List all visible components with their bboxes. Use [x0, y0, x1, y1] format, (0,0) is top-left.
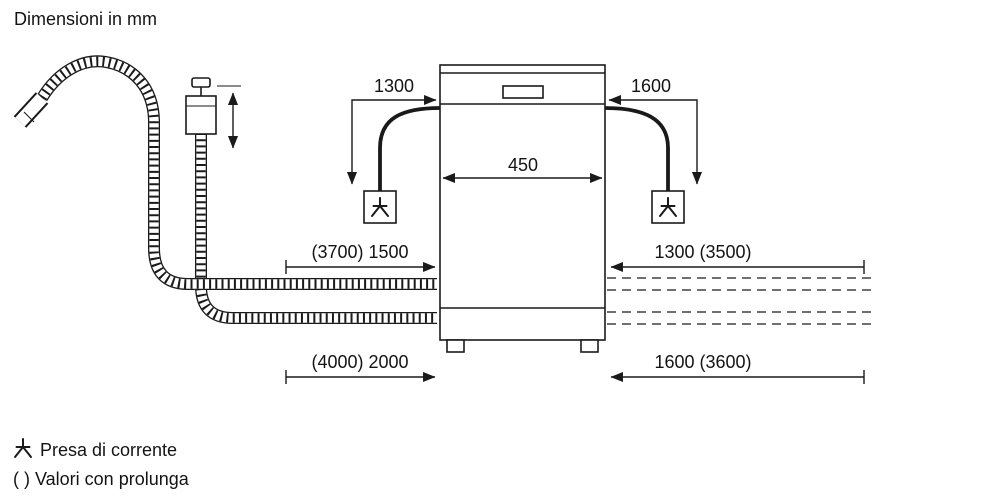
legend-socket-label: Presa di corrente [40, 440, 177, 460]
drain-hose-cap [13, 92, 49, 128]
dashed-extension-lines [607, 277, 872, 325]
power-socket-right [651, 190, 685, 224]
foot-right [580, 339, 599, 353]
dim-label-width: 450 [508, 155, 538, 175]
control-display [502, 85, 544, 99]
dim-label-power-right: 1600 [631, 76, 671, 96]
dim-label-drain-right: 1300 (3500) [654, 242, 751, 262]
dishwasher-body [439, 64, 606, 341]
supply-hose [195, 133, 437, 324]
tap-connector [185, 77, 241, 149]
tap-valve-icon [191, 77, 211, 96]
drain-hose [36, 55, 437, 290]
dishwasher [439, 64, 606, 353]
power-cord-right [604, 106, 670, 191]
power-socket-left [363, 190, 397, 224]
legend-socket-icon [14, 438, 32, 458]
dim-label-supply-right: 1600 (3600) [654, 352, 751, 372]
power-cord-left [378, 106, 441, 191]
foot-left [446, 339, 465, 353]
dim-label-drain-left: (3700) 1500 [311, 242, 408, 262]
dim-label-supply-left: (4000) 2000 [311, 352, 408, 372]
dim-power-left [346, 94, 437, 185]
dim-label-power-left: 1300 [374, 76, 414, 96]
dim-power-right [608, 94, 703, 185]
legend-extension-label: ( ) Valori con prolunga [13, 469, 190, 489]
page-title: Dimensioni in mm [14, 9, 157, 29]
legend: Presa di corrente ( ) Valori con prolung… [13, 438, 190, 489]
